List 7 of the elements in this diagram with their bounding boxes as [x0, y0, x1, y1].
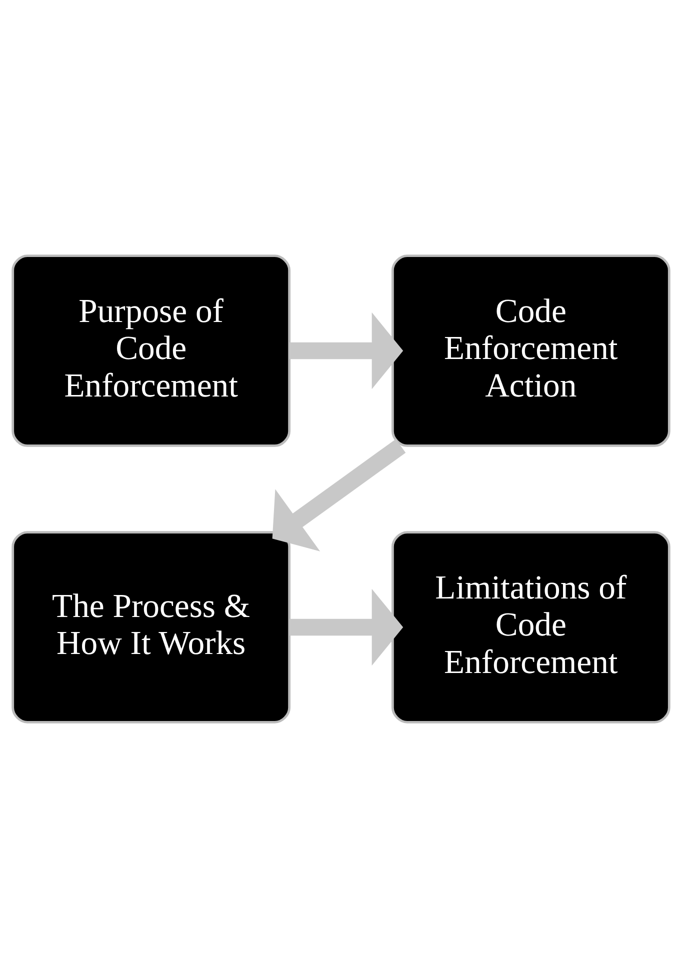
node-box: Code Enforcement Action [391, 254, 670, 447]
node-box: Limitations of Code Enforcement [391, 531, 670, 724]
node-box: The Process & How It Works [12, 531, 291, 724]
node-box: Purpose of Code Enforcement [12, 254, 291, 447]
arrow [272, 439, 406, 552]
arrow [289, 588, 404, 666]
arrow [289, 312, 404, 390]
